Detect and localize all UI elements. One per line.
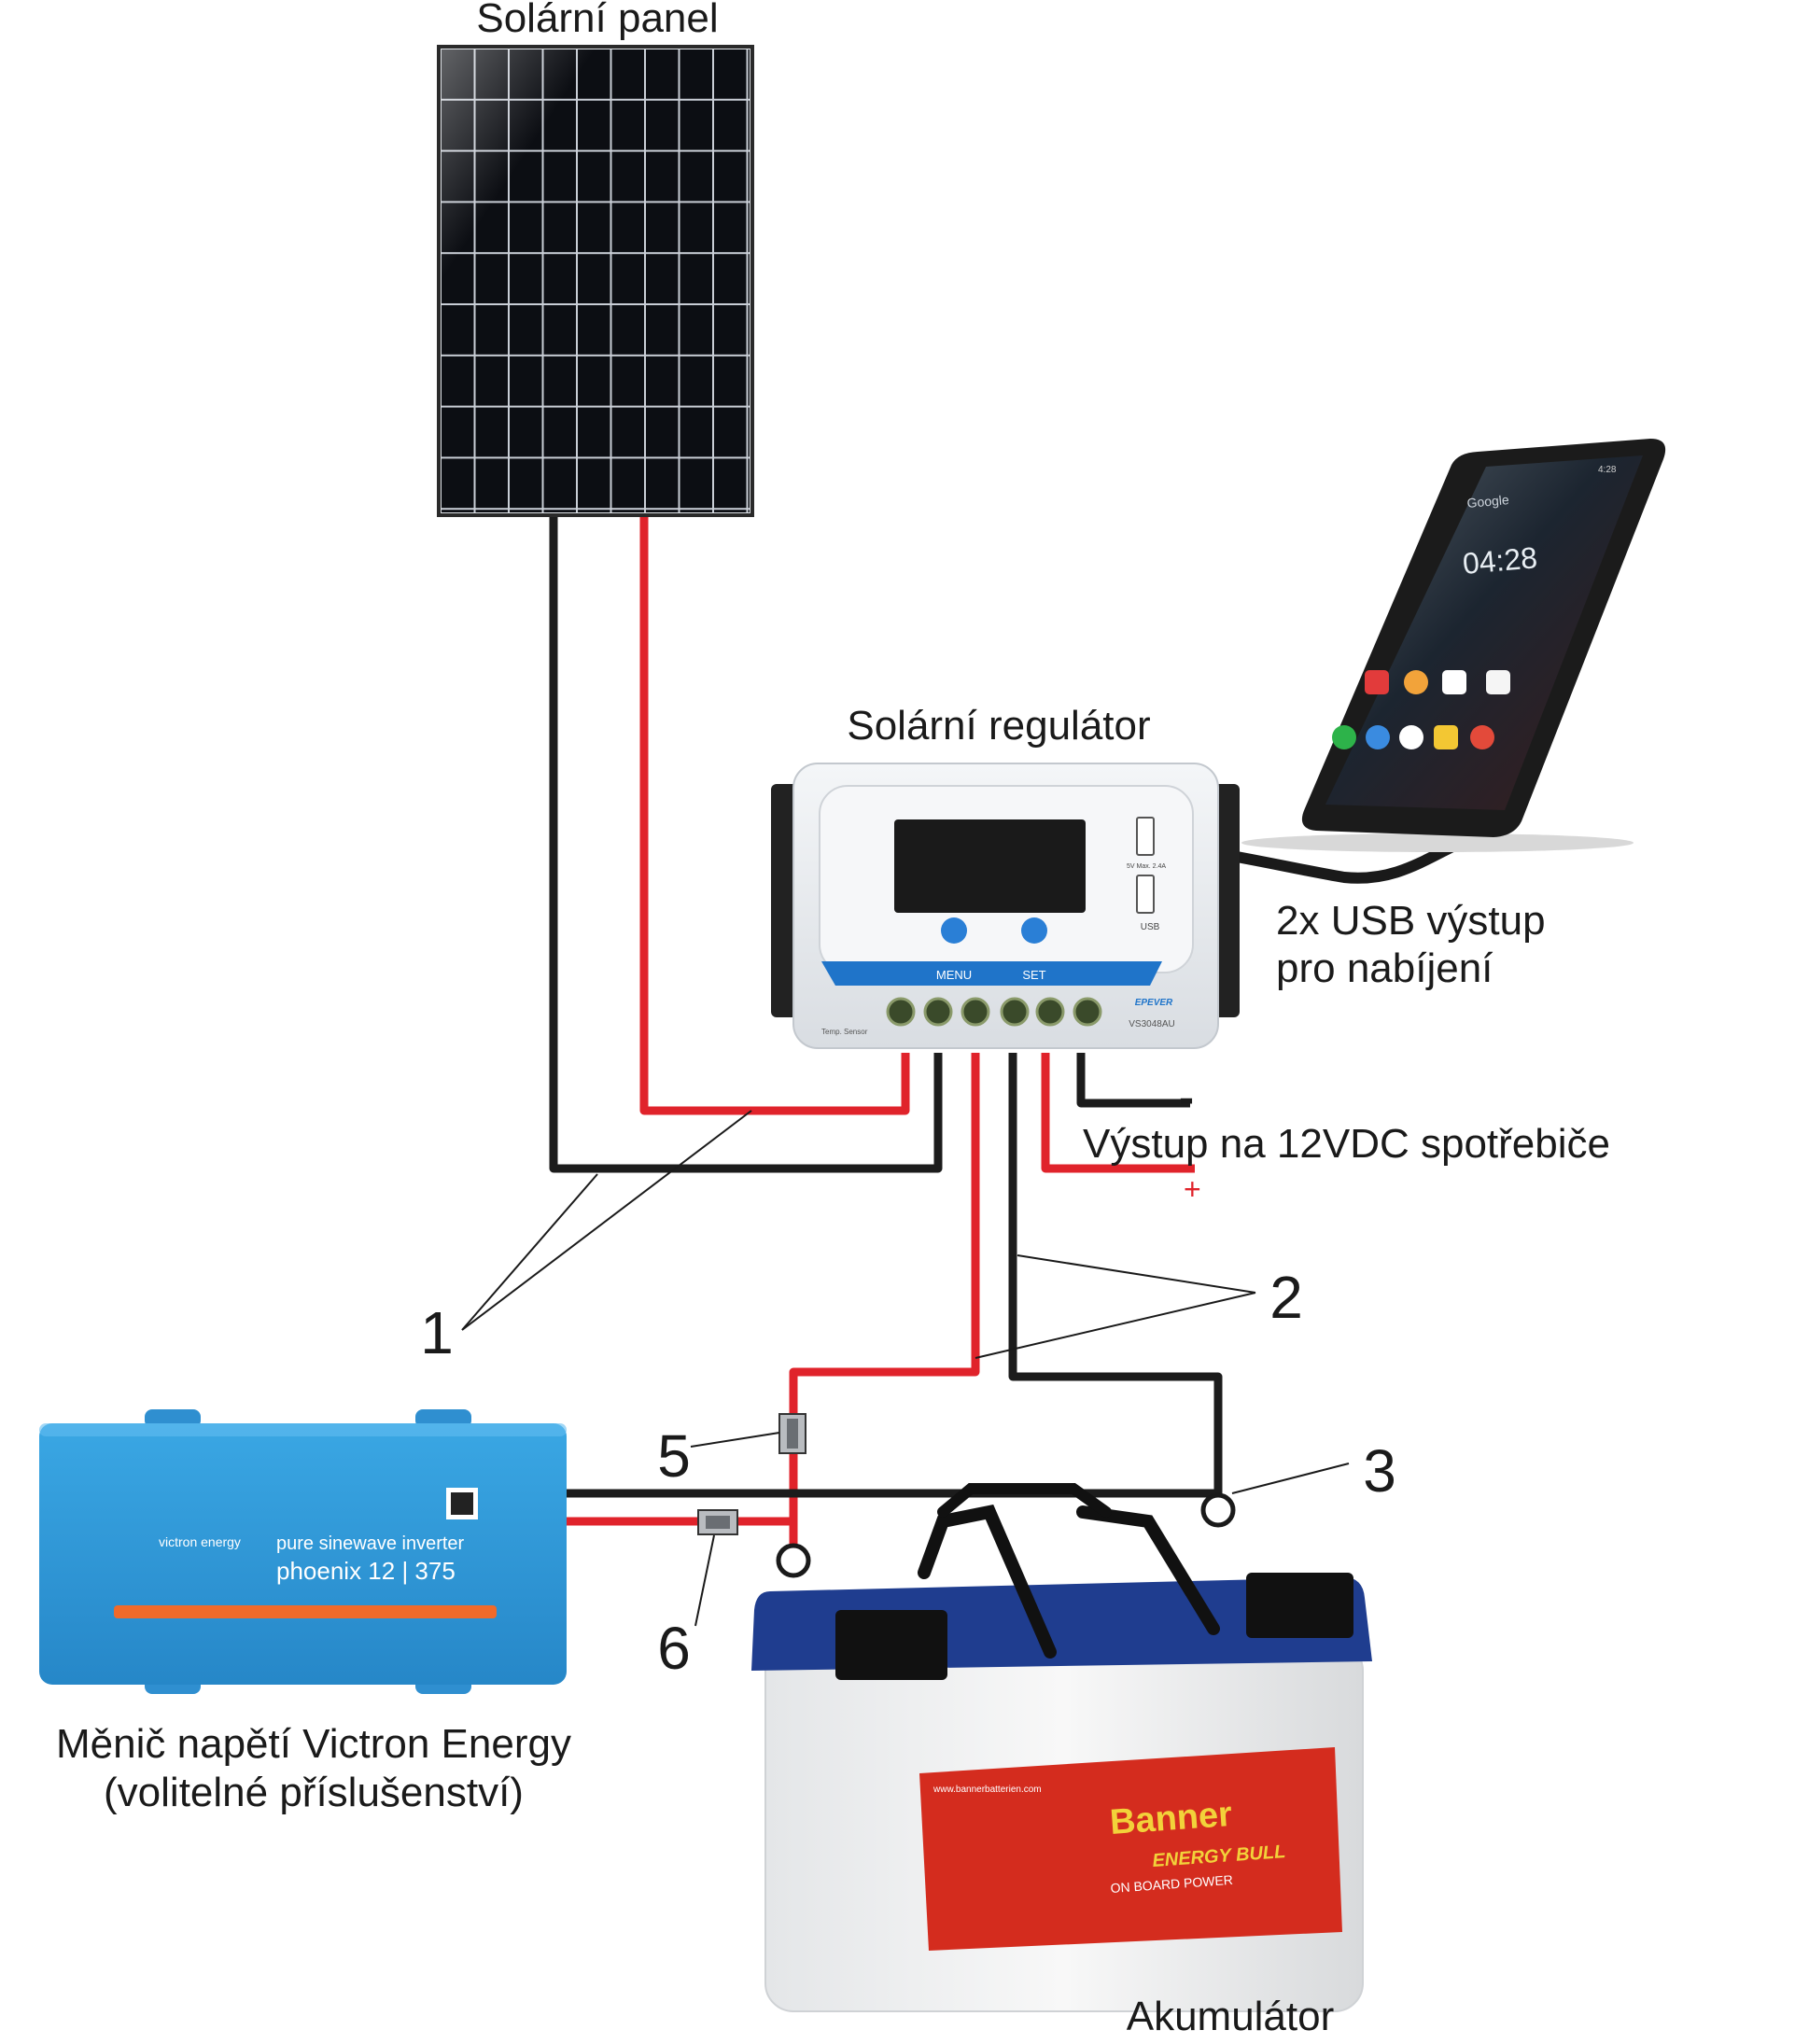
output-plus-sign: + — [1184, 1172, 1201, 1206]
solar-regulator: MENU SET EPEVER VS3048AU 5V Max. 2.4A US… — [771, 763, 1240, 1049]
usb-output-label-line1: 2x USB výstup — [1276, 898, 1546, 944]
usb-output-label-line2: pro nabíjení — [1276, 945, 1493, 991]
solar-panel-label: Solární panel — [476, 0, 718, 41]
usb-rating-label: 5V Max. 2.4A — [1127, 863, 1166, 870]
wiring — [549, 513, 1459, 1545]
load-positive-wire — [1041, 1053, 1195, 1173]
callout-6: 6 — [657, 1615, 691, 1682]
inverter-label-line2: (volitelné příslušenství) — [104, 1770, 524, 1815]
callout-5: 5 — [657, 1422, 691, 1490]
inverter-model: phoenix 12 | 375 — [276, 1557, 456, 1585]
terminal-block — [886, 997, 1102, 1027]
battery-negative-terminal — [1200, 1492, 1236, 1528]
battery-positive-terminal — [776, 1543, 811, 1578]
callout-3: 3 — [1363, 1437, 1396, 1505]
inverter-label-line1: Měnič napětí Victron Energy — [56, 1721, 571, 1767]
battery: www.bannerbatterien.com Banner ENERGY BU… — [751, 1483, 1372, 2012]
menu-label: MENU — [936, 968, 972, 982]
usb-label: USB — [1141, 922, 1160, 932]
menu-button — [941, 917, 967, 944]
inverter-brand: victron energy — [159, 1534, 241, 1549]
set-button — [1021, 917, 1047, 944]
set-label: SET — [1022, 968, 1045, 982]
panel-negative-wire — [549, 513, 943, 1173]
phone-clock-text: 04:28 — [1461, 540, 1538, 581]
battery-negative-wire — [1008, 1053, 1223, 1503]
smartphone: Google 4:28 04:28 — [1241, 439, 1666, 852]
temp-sensor-label: Temp. Sensor — [821, 1028, 868, 1036]
phone-search-text: Google — [1466, 492, 1510, 511]
battery-label: Akumulátor — [1127, 1994, 1335, 2039]
panel-positive-wire — [639, 513, 910, 1115]
brand-label: EPEVER — [1135, 998, 1173, 1008]
battery-positive-wire — [789, 1053, 980, 1545]
regulator-label: Solární regulátor — [847, 703, 1150, 749]
solar-panel — [437, 45, 754, 517]
inverter: victron energy pure sinewave inverter ph… — [39, 1409, 567, 1694]
inverter-tagline: pure sinewave inverter — [276, 1533, 465, 1554]
callout-2: 2 — [1269, 1264, 1303, 1331]
callout-1: 1 — [420, 1299, 454, 1366]
phone-app-icons — [1332, 670, 1510, 749]
fuse-5 — [778, 1413, 806, 1454]
load-negative-wire — [1076, 1053, 1190, 1108]
output-label: Výstup na 12VDC spotřebiče — [1083, 1121, 1610, 1167]
phone-status-time: 4:28 — [1598, 465, 1617, 475]
output-minus-sign: - — [1179, 1073, 1194, 1123]
battery-url: www.bannerbatterien.com — [933, 1785, 1042, 1795]
regulator-display — [894, 819, 1086, 913]
model-label: VS3048AU — [1129, 1019, 1174, 1029]
fuse-6 — [697, 1509, 738, 1535]
callout-leaders — [461, 1110, 1350, 1627]
usb-ports: 5V Max. 2.4A USB — [1127, 817, 1166, 932]
battery-brand: Banner — [1109, 1795, 1234, 1842]
